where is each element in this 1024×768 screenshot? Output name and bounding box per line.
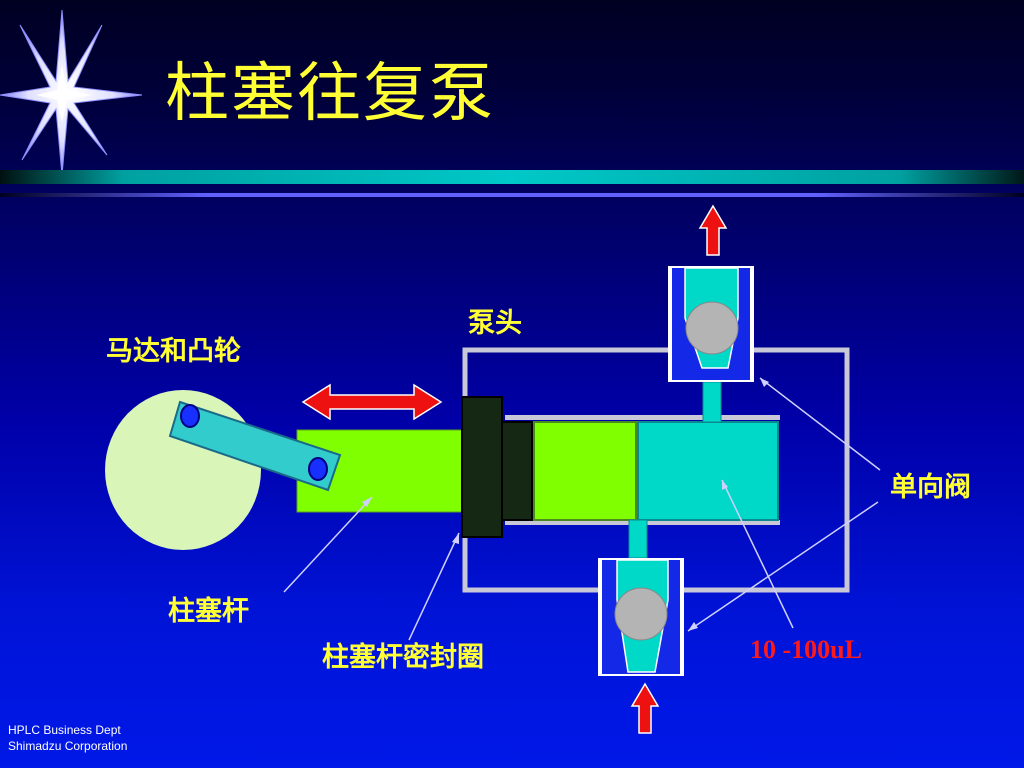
title-divider-line [0, 193, 1024, 197]
title-divider-bar [0, 170, 1024, 184]
label-volume: 10 -100uL [750, 635, 862, 664]
reciprocating-arrow-icon [301, 383, 443, 421]
label-motor-cam: 马达和凸轮 [106, 336, 241, 367]
plunger-head [533, 421, 637, 521]
footer: HPLC Business Dept Shimadzu Corporation [8, 722, 127, 754]
inlet-pipe [628, 519, 648, 559]
outlet-valve-ball [685, 301, 739, 355]
inlet-check-valve [598, 558, 684, 676]
plunger-seal-inner [501, 421, 533, 521]
inlet-valve-ball [614, 587, 668, 641]
footer-company: Shimadzu Corporation [8, 739, 128, 753]
label-plunger-seal: 柱塞杆密封圈 [322, 642, 484, 673]
slide-title: 柱塞往复泵 [165, 57, 495, 131]
outlet-pipe [702, 381, 722, 423]
star-decoration-icon [0, 9, 143, 176]
connecting-rod [168, 400, 342, 492]
leader-arrowheads [362, 378, 769, 631]
leader-lines [283, 377, 881, 641]
outlet-check-valve [668, 266, 754, 382]
inflow-arrow-icon [630, 682, 660, 734]
label-check-valve: 单向阀 [890, 472, 971, 503]
label-pump-head: 泵头 [468, 308, 522, 339]
cylinder-rail-top [505, 415, 780, 420]
footer-dept: HPLC Business Dept [8, 723, 121, 737]
pump-chamber [637, 421, 779, 521]
plunger-seal-outer [461, 396, 503, 538]
outflow-arrow-icon [698, 204, 728, 256]
label-plunger-rod: 柱塞杆 [168, 596, 249, 627]
